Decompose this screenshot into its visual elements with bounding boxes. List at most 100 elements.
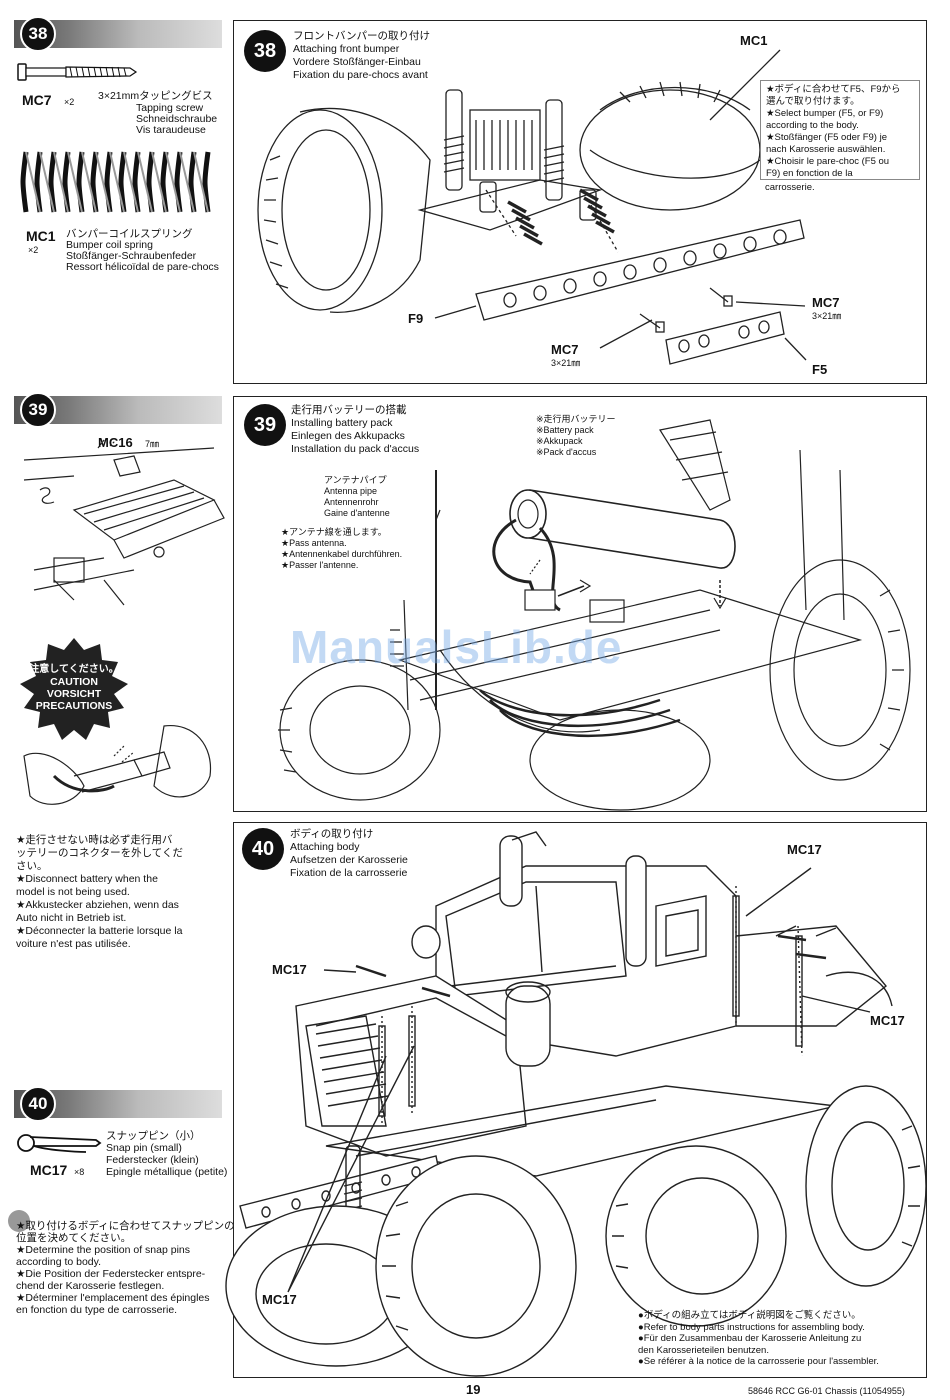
step40-title-fr: Fixation de la carrosserie [290, 867, 408, 879]
battery-holder-drawing [23, 439, 225, 606]
note-line: ★Select bumper (F5, or F9) [766, 108, 884, 119]
label-mc7-left: MC7 [551, 342, 579, 357]
tapping-screw-icon [17, 63, 138, 81]
label-mc7-right-size: 3×21㎜ [812, 311, 842, 321]
note-line: ★Stoßfänger (F5 oder F9) je [766, 132, 887, 143]
caution-note-line: ★Akkustecker abziehen, wenn das [16, 899, 179, 911]
antenna-label-fr: Gaine d'antenne [324, 508, 390, 518]
caution-note-line: ★Disconnect battery when the [16, 873, 158, 885]
step39-panel [233, 396, 927, 812]
label-mc17-left: MC17 [272, 962, 307, 977]
mc1-part-code: MC1 [26, 228, 56, 244]
battery-install-drawing [278, 419, 911, 911]
note-line: nach Karosserie auswählen. [766, 144, 886, 155]
mc7-part-name-fr: Vis taraudeuse [136, 124, 206, 136]
note-line: ★ボディに合わせてF5、F9から [766, 84, 901, 95]
mc1-part-name-fr: Ressort hélicoïdal de pare-chocs [66, 261, 219, 273]
caution-badge-icon [20, 638, 128, 740]
step38-badge: 38 [244, 30, 286, 72]
label-mc17-bottom: MC17 [262, 1292, 297, 1307]
caution-fr: PRECAUTIONS [35, 700, 113, 712]
label-mc17-right: MC17 [870, 1013, 905, 1028]
battery-label-jp: ※走行用バッテリー [536, 414, 616, 424]
caution-note-line: model is not being used. [16, 886, 130, 898]
coil-spring-icon [20, 151, 211, 213]
note-dot-icon [8, 1210, 30, 1232]
step39-title-fr: Installation du pack d'accus [291, 443, 420, 455]
label-mc1: MC1 [740, 33, 768, 48]
note-line: carrosserie. [765, 182, 815, 193]
label-f9: F9 [408, 311, 424, 326]
step40-left-note-line: ★Determine the position of snap pins [16, 1244, 191, 1256]
step39-title-jp: 走行用バッテリーの搭載 [291, 404, 407, 416]
note-line: ★Choisir le pare-choc (F5 ou [766, 156, 890, 167]
mc17-part-qty: ×8 [74, 1167, 85, 1177]
mc17-part-code: MC17 [30, 1162, 68, 1178]
caution-note-line: ★走行させない時は必ず走行用バ [16, 834, 173, 846]
mc1-part-name-de: Stoßfänger-Schraubenfeder [66, 250, 197, 262]
step39-title-en: Installing battery pack [291, 417, 393, 429]
step40-left-note-line: ★Die Position der Federstecker entspre- [16, 1268, 206, 1280]
mc1-part-name-en: Bumper coil spring [66, 239, 153, 251]
step40-left-note-line: ★Déterminer l'emplacement des épingles [16, 1292, 210, 1304]
caution-jp: 注意してください。 [29, 664, 119, 675]
note-line: F9) en fonction de la [766, 168, 853, 179]
step40-left-note-line: chend der Karosserie festlegen. [16, 1280, 165, 1292]
caution-en: CAUTION [50, 676, 98, 688]
mc7-part-qty: ×2 [64, 97, 75, 107]
step40-badge: 40 [242, 828, 284, 870]
step40-title-jp: ボディの取り付け [290, 828, 374, 840]
step38-parts-header: 38 [14, 16, 222, 52]
step40-left-notes: ★取り付けるボディに合わせてスナップピンの 位置を決めてください。 ★Deter… [16, 1220, 235, 1316]
label-mc17-top-right: MC17 [787, 842, 822, 857]
step40-parts-header: 40 [14, 1086, 222, 1122]
caution-note-line: voiture n'est pas utilisée. [16, 938, 131, 950]
bottom-note-line: ●Refer to body parts instructions for as… [638, 1321, 865, 1333]
step39-side-badge: 39 [20, 392, 56, 428]
antenna-label-de: Antennenrohr [324, 497, 379, 507]
step40-bottom-note: ●ボディの組み立てはボディ説明図をご覧ください。 ●Refer to body … [638, 1310, 922, 1368]
step39-parts-header: 39 [14, 392, 222, 428]
step40-left-note-line: 位置を決めてください。 [16, 1232, 132, 1244]
battery-label-de: ※Akkupack [536, 436, 583, 446]
caution-note-line: ★Déconnecter la batterie lorsque la [16, 925, 183, 937]
mc17-part-name-en: Snap pin (small) [106, 1142, 182, 1154]
caution-note-line: さい。 [16, 860, 48, 872]
caution-note-line: ッテリーのコネクターを外してくだ [16, 847, 183, 859]
hand-disconnect-drawing [23, 725, 212, 805]
bottom-note-line: den Karosserieteilen benutzen. [638, 1344, 769, 1356]
mc7-part-name-de: Schneidschraube [136, 113, 218, 125]
caution-note-line: Auto nicht in Betrieb ist. [16, 912, 127, 924]
step38-title-en: Attaching front bumper [293, 43, 400, 55]
step39-badge: 39 [244, 404, 286, 446]
battery-label-en: ※Battery pack [536, 425, 594, 435]
step38-title-fr: Fixation du pare-chocs avant [293, 69, 428, 81]
caution-badge-text: 注意してください。 CAUTION VORSICHT PRECAUTIONS [14, 664, 134, 712]
watermark: ManualsLib.de [290, 621, 623, 673]
label-mc7-right: MC7 [812, 295, 840, 310]
bottom-note-line: ●ボディの組み立てはボディ説明図をご覧ください。 [638, 1310, 861, 1321]
step40-left-note-line: according to body. [16, 1256, 102, 1268]
footer-product: 58646 RCC G6-01 Chassis (11054955) [748, 1386, 905, 1396]
step38-title-de: Vordere Stoßfänger-Einbau [293, 56, 421, 68]
battery-label-fr: ※Pack d'accus [536, 447, 597, 457]
step40-left-note-line: ★取り付けるボディに合わせてスナップピンの [16, 1220, 235, 1232]
snap-pin-icon [17, 1134, 102, 1153]
antenna-label-en: Antenna pipe [324, 486, 378, 496]
note-line: according to the body. [766, 120, 859, 131]
bottom-note-line: ●Für den Zusammenbau der Karosserie Anle… [638, 1333, 862, 1344]
antenna-label-jp: アンテナパイプ [324, 475, 387, 485]
mc1-part-name-jp: バンパーコイルスプリング [66, 228, 193, 240]
mc7-part-code: MC7 [22, 92, 52, 108]
note-line: 選んで取り付けます。 [766, 96, 860, 107]
antenna-note-jp: ★アンテナ線を通します。 [281, 527, 387, 537]
mc17-part-name-fr: Epingle métallique (petite) [106, 1166, 228, 1178]
label-mc16-size: 7㎜ [145, 439, 160, 449]
mc7-part-name-en: Tapping screw [136, 102, 204, 114]
antenna-note-fr: ★Passer l'antenne. [281, 560, 359, 570]
caution-notes: ★走行させない時は必ず走行用バ ッテリーのコネクターを外してくだ さい。 ★Di… [16, 834, 222, 951]
step40-title-de: Aufsetzen der Karosserie [290, 854, 408, 866]
antenna-note-de: ★Antennenkabel durchführen. [281, 549, 403, 559]
label-f5: F5 [812, 362, 828, 377]
step39-title-de: Einlegen des Akkupacks [291, 430, 405, 442]
